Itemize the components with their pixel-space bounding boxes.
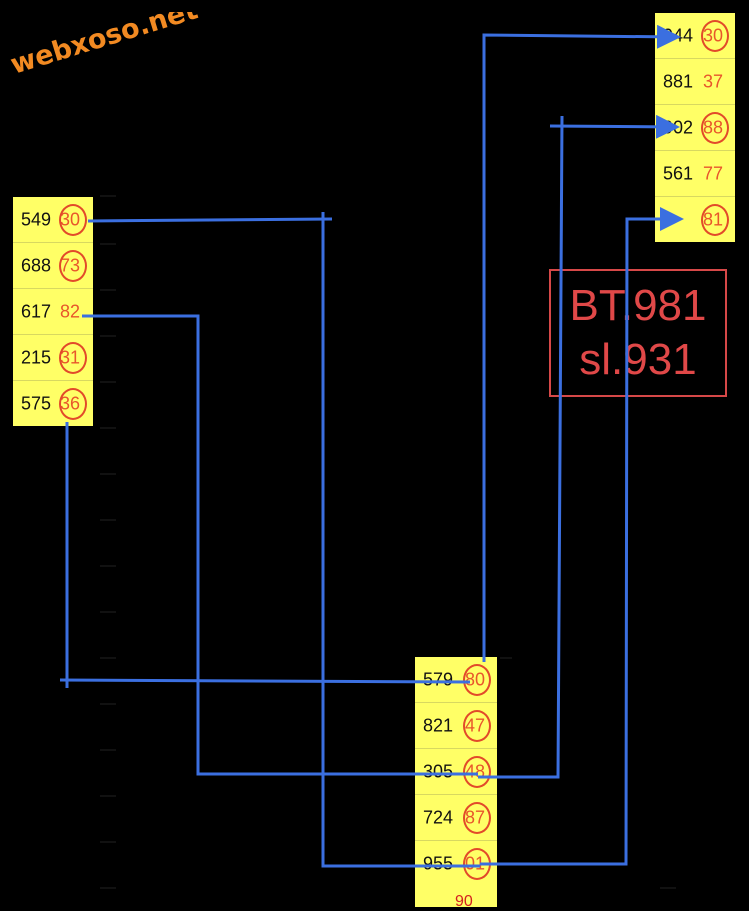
- number-prefix: 881: [663, 71, 694, 91]
- number-prefix: 955: [423, 853, 454, 874]
- circle-mark-icon: [463, 755, 491, 788]
- table-row: 617 82: [13, 289, 93, 335]
- number-prefix: 579: [423, 669, 454, 689]
- connector-line: [59, 678, 471, 684]
- table-row: 821 47: [415, 703, 497, 749]
- circle-mark-icon: [463, 663, 491, 696]
- table-row: 688 73: [13, 243, 93, 289]
- circle-mark-icon: [463, 801, 491, 834]
- table-row: 575 36: [13, 381, 93, 427]
- connector-line: [82, 314, 478, 776]
- number-prefix: 215: [21, 347, 52, 367]
- circle-mark-icon: [463, 709, 491, 742]
- left-number-column: 549 30 688 73 617 82 215 31 575 36: [13, 197, 93, 426]
- number-suffix: 77: [703, 163, 724, 183]
- table-row: 549 30: [13, 197, 93, 243]
- number-prefix: 561: [663, 163, 694, 183]
- connector-arrow: [480, 207, 684, 866]
- connector-line: [478, 115, 564, 779]
- connector-arrow: [482, 24, 681, 662]
- circle-mark-icon: [59, 249, 87, 282]
- prediction-box: BT.981 sl.931: [549, 269, 727, 397]
- connector-line: [321, 862, 480, 868]
- number-prefix: 575: [21, 393, 52, 414]
- prediction-line-2: sl.931: [579, 335, 697, 384]
- number-prefix: 688: [21, 255, 52, 275]
- circle-mark-icon: [59, 341, 87, 374]
- number-suffix: 82: [60, 301, 81, 321]
- table-row: 881 37: [655, 59, 735, 105]
- number-suffix: 37: [703, 71, 724, 91]
- watermark-logo: webxoso.net: [8, 12, 202, 81]
- partial-number-text: 90: [455, 893, 473, 910]
- number-prefix: 821: [423, 715, 454, 735]
- table-row: 81: [655, 197, 735, 243]
- connector-arrow: [549, 114, 680, 139]
- circle-mark-icon: [701, 111, 729, 144]
- number-prefix: 617: [21, 301, 52, 321]
- circle-mark-icon: [59, 388, 87, 420]
- circle-mark-icon: [59, 203, 87, 236]
- number-prefix: 549: [21, 209, 52, 229]
- circle-mark-icon: [701, 19, 729, 52]
- table-row: 561 77: [655, 151, 735, 197]
- number-prefix: 305: [423, 761, 454, 781]
- table-row: 215 31: [13, 335, 93, 381]
- circle-mark-icon: [701, 204, 729, 236]
- number-prefix: 724: [423, 807, 454, 827]
- connector-line: [87, 217, 333, 223]
- table-row: 579 80: [415, 657, 497, 703]
- table-row: 724 87: [415, 795, 497, 841]
- prediction-line-1: BT.981: [569, 281, 707, 330]
